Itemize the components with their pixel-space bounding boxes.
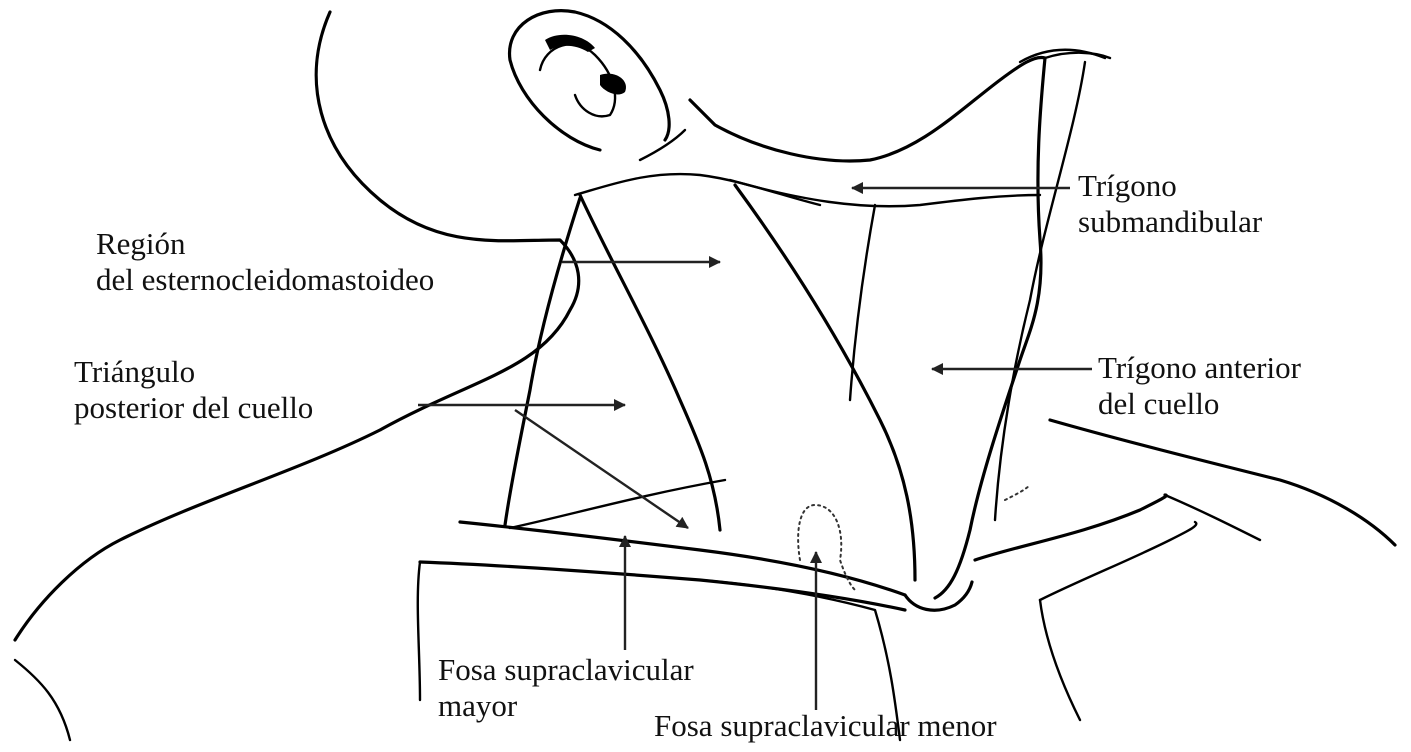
label-supra-mayor-line2: mayor (438, 688, 518, 723)
label-anterior-line1: Trígono anterior (1098, 350, 1302, 385)
left-clavicle-lower (420, 562, 905, 610)
mastoid-line (640, 130, 685, 160)
label-anterior-line2: del cuello (1098, 386, 1219, 421)
posterior-triangle-border (505, 198, 580, 525)
right-shoulder-outline (1050, 420, 1395, 545)
label-scm-line1: Región (96, 226, 186, 261)
minor-fossa-dotted (798, 505, 855, 590)
chest-line-right (1040, 600, 1080, 720)
mandible-outline (690, 57, 1045, 160)
right-dotted (1005, 485, 1030, 500)
ear-canal (600, 74, 626, 95)
scm-anterior-border (735, 185, 915, 580)
posterior-triangle-inferior (510, 480, 725, 528)
right-shoulder-line (1165, 495, 1260, 540)
left-shoulder-outline (15, 660, 70, 740)
scm-upper-edge (575, 174, 820, 205)
label-scm-line2: del esternocleidomastoideo (96, 262, 434, 297)
scm-posterior-border (580, 195, 720, 530)
labels: Trígono submandibular Región del esterno… (74, 168, 1302, 743)
left-clavicle (460, 522, 905, 595)
right-clavicle-lower (1040, 522, 1196, 600)
ear-outer (510, 11, 670, 150)
left-clavicle-end (418, 562, 420, 700)
head-back-outline (15, 12, 579, 640)
submandibular-lower-border (730, 180, 1040, 206)
label-posterior-line2: posterior del cuello (74, 390, 313, 425)
label-supra-menor: Fosa supraclavicular menor (654, 708, 997, 743)
label-supra-mayor-line1: Fosa supraclavicular (438, 652, 694, 687)
arrow-posterior-secondary (515, 410, 688, 528)
ear-drawing (510, 11, 670, 150)
neck-right-outline (935, 58, 1045, 598)
label-submandibular-line2: submandibular (1078, 204, 1263, 239)
label-submandibular-line1: Trígono (1078, 168, 1177, 203)
right-clavicle (975, 495, 1166, 560)
label-posterior-line1: Triángulo (74, 354, 195, 389)
